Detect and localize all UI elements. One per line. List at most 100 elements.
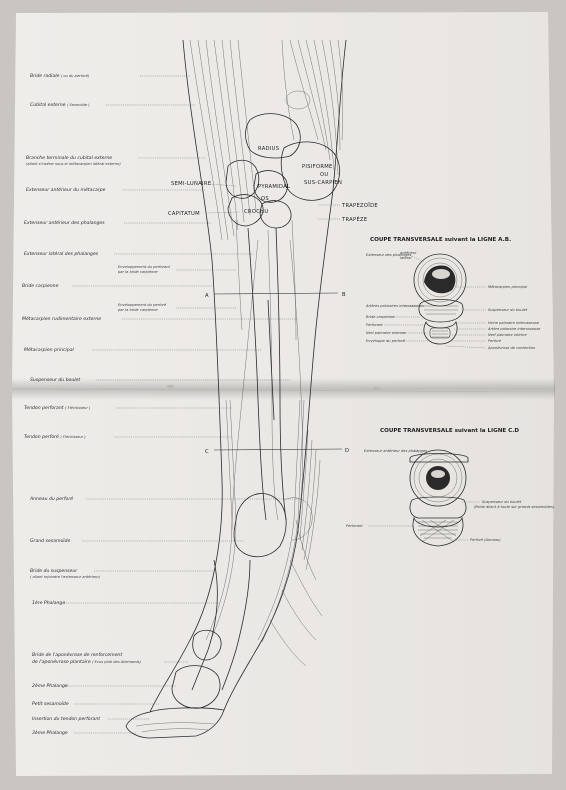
section-ab-left-6: Enveloppe du perforé <box>366 339 406 343</box>
bone-pyramidal: PYRAMIDAL <box>258 184 290 190</box>
bone-semi-lunaire: SEMI-LUNAIRE <box>171 181 211 187</box>
left-label-20: Insertion du tendon perforant <box>32 716 150 722</box>
svg-text:Bride carpienne: Bride carpienne <box>22 283 59 289</box>
pastern-and-hoof <box>125 559 251 739</box>
svg-text:3ème Phalange: 3ème Phalange <box>32 729 68 736</box>
lateral-fibres <box>269 519 323 667</box>
svg-text:Extenseur antérieur des phalan: Extenseur antérieur des phalanges <box>24 219 105 226</box>
svg-text:par la bride carpienne: par la bride carpienne <box>117 270 159 274</box>
line-a-letter: A <box>205 293 209 299</box>
cross-section-ab: COUPE TRANSVERSALE suivant la LIGNE A.B.… <box>365 237 541 350</box>
left-label-5: Extenseur antérieur des phalanges <box>24 219 212 226</box>
svg-text:(Bride allant à toute sur gran: (Bride allant à toute sur grands sesamoï… <box>474 505 555 509</box>
svg-text:Métacarpien principal: Métacarpien principal <box>24 346 75 353</box>
section-cd-left-1: Extenseur antérieur des phalanges <box>364 449 427 453</box>
bone-crochu: CROCHU <box>244 209 268 215</box>
section-ab-left-5: Nerf palmaire externe <box>366 331 407 335</box>
leg-illustration <box>125 39 347 739</box>
left-label-10: Suspenseur du boulet <box>30 377 290 383</box>
left-label-8: Métacarpien rudimentaire externe <box>22 315 298 322</box>
left-label-18: 2ème Phalange <box>32 682 176 689</box>
svg-text:Suspenseur du boulet: Suspenseur du boulet <box>30 377 80 383</box>
svg-text:(allant s'insérer sous le méta: (allant s'insérer sous le métacarpien la… <box>26 162 121 166</box>
left-label-12: Tendon perforé ( Fléchisseur ) <box>24 433 232 440</box>
left-label-15: Bride du suspenseur ( allant rejoindre l… <box>30 568 214 579</box>
left-label-9: Métacarpien principal <box>24 346 262 353</box>
left-label-21: 3ème Phalange <box>32 729 136 736</box>
left-label-17: Bride de l'aponévrose de renforcement de… <box>32 651 188 665</box>
section-ab-left-1: Extenseur des phalanges <box>366 253 412 257</box>
svg-text:Bride du suspenseur: Bride du suspenseur <box>30 568 78 574</box>
bone-trapeze: TRAPÈZE <box>341 215 367 223</box>
section-ab-right-5: Nerf palmaire interne <box>488 333 527 337</box>
left-label-13: Anneau du perforé <box>29 495 300 502</box>
metacarpus <box>231 219 303 531</box>
left-label-2: Cubital externe ( Sesmoïde ) <box>30 102 196 108</box>
section-ab-left-2: Artères palmaires interosseuses <box>365 304 424 308</box>
bone-trapezoide: TRAPEZOÏDE <box>341 202 378 209</box>
mid-label-2: Enveloppement du perforé <box>118 303 167 307</box>
svg-text:Bride de l'aponévrose de renfo: Bride de l'aponévrose de renforcement <box>32 651 122 658</box>
bone-capitatum: CAPITATUM <box>168 211 200 217</box>
section-cd-title: COUPE TRANSVERSALE suivant la LIGNE C.D <box>380 428 519 434</box>
svg-text:Cubital externe ( Sesmoïde ): Cubital externe ( Sesmoïde ) <box>30 102 90 108</box>
svg-text:Grand sesamoïde: Grand sesamoïde <box>30 538 70 544</box>
svg-text:2ème Phalange: 2ème Phalange <box>32 682 68 689</box>
svg-text:latéral: latéral <box>400 256 412 260</box>
section-ab-left-3: Bride carpienne <box>366 315 395 319</box>
svg-text:1ère Phalange: 1ère Phalange <box>32 599 65 606</box>
section-ab-drawing <box>413 253 467 345</box>
section-cd-drawing <box>409 449 469 547</box>
bone-radius: RADIUS <box>258 146 279 152</box>
middle-labels: Enveloppement du perforant par la bride … <box>117 265 236 312</box>
section-ab-right-7: Aponévrose de contention <box>487 346 536 350</box>
section-ab-title: COUPE TRANSVERSALE suivant la LIGNE A.B. <box>370 237 511 243</box>
left-label-14: Grand sesamoïde <box>30 538 244 544</box>
section-ab-right-1: Métacarpien principal <box>488 285 527 289</box>
svg-text:par la bride carpienne: par la bride carpienne <box>117 308 159 312</box>
line-d-letter: D <box>345 448 349 454</box>
left-label-1: Bride radiale ( ou du perforé) <box>30 73 190 79</box>
svg-text:Insertion du tendon perforant: Insertion du tendon perforant <box>32 716 100 722</box>
left-label-7: Bride carpienne <box>22 283 212 289</box>
svg-text:antérieur: antérieur <box>400 251 417 255</box>
paper-pages <box>11 12 555 776</box>
svg-text:Extenseur antérieur du métacar: Extenseur antérieur du métacarpe <box>26 186 106 193</box>
svg-text:Tendon perforé ( Fléchisseur ): Tendon perforé ( Fléchisseur ) <box>24 433 86 440</box>
bone-os: OS <box>261 196 269 202</box>
section-ab-right-6: Perforé <box>488 339 502 343</box>
left-label-16: 1ère Phalange <box>32 599 220 606</box>
cross-section-cd: COUPE TRANSVERSALE suivant la LIGNE C.D … <box>346 428 555 547</box>
carpal-bones <box>225 90 340 229</box>
section-cd-left-2: Perforant <box>346 524 363 528</box>
svg-text:Perforé (Anneau): Perforé (Anneau) <box>470 538 501 542</box>
muscle-fibres <box>189 39 343 241</box>
bone-pisiforme: PISIFORME <box>302 164 333 170</box>
svg-text:Tendon perforant ( Fléchisseur: Tendon perforant ( Fléchisseur ) <box>24 405 91 411</box>
mid-label-1: Enveloppement du perforant <box>118 265 170 269</box>
svg-text:Branche terminale du cubital e: Branche terminale du cubital externe <box>26 155 112 161</box>
bone-ou: OU <box>320 172 328 178</box>
section-cd-right-1: Suspenseur du boulet <box>482 500 522 504</box>
section-ab-right-3: Veine palmaire interosseuse <box>488 321 540 325</box>
line-b-letter: B <box>342 292 346 298</box>
left-label-11: Tendon perforant ( Fléchisseur ) <box>24 405 232 411</box>
svg-text:Métacarpien rudimentaire exter: Métacarpien rudimentaire externe <box>22 315 101 322</box>
tendon-fibres <box>205 399 321 643</box>
left-label-4: Extenseur antérieur du métacarpe <box>26 186 206 193</box>
svg-text:( allant rejoindre l'extenseur: ( allant rejoindre l'extenseur antérieur… <box>30 575 101 579</box>
svg-text:Bride radiale ( ou du perforé): Bride radiale ( ou du perforé) <box>30 73 90 79</box>
section-lines: A B C D <box>205 292 349 455</box>
left-labels: Bride radiale ( ou du perforé) Cubital e… <box>22 73 300 736</box>
left-label-3: Branche terminale du cubital externe (al… <box>26 155 206 166</box>
svg-text:de l'aponévrose plantaire ( Ec: de l'aponévrose plantaire ( Ecus plati d… <box>32 658 142 665</box>
left-label-6: Extenseur latéral des phalanges <box>24 250 254 257</box>
section-ab-left-4: Perforant <box>366 323 383 327</box>
section-ab-right-4: Artère palmaire interosseuse <box>487 327 541 331</box>
left-label-19: Petit sesamoïde <box>32 701 160 707</box>
line-c-letter: C <box>205 449 209 455</box>
bone-sus-carpien: SUS-CARPIEN <box>304 180 342 186</box>
bone-labels: RADIUS PISIFORME OU SUS-CARPIEN SEMI-LUN… <box>168 146 378 223</box>
section-cd-right-2: Perforé <box>470 538 484 542</box>
svg-text:Petit sesamoïde: Petit sesamoïde <box>32 701 69 707</box>
